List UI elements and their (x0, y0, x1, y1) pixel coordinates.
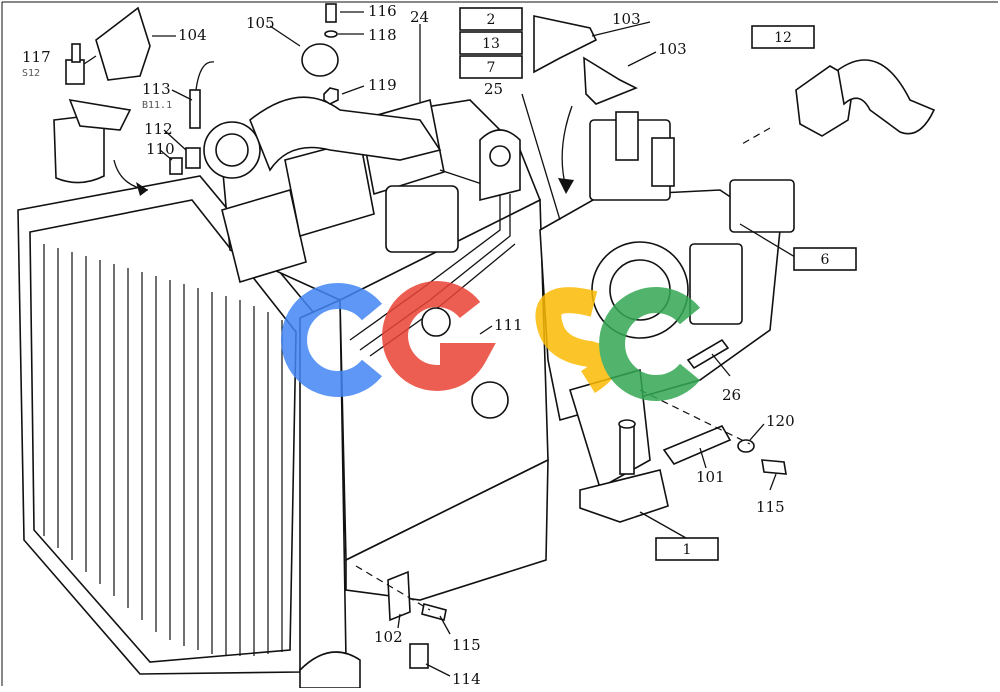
ref-box-13: 13 (482, 36, 500, 52)
part-113-sensor (189, 61, 215, 129)
callout-120: 120 (766, 412, 795, 430)
callout-115-right: 115 (756, 498, 785, 516)
callout-104: 104 (178, 26, 207, 44)
ref-box-7: 7 (487, 60, 496, 76)
callout-24: 24 (410, 8, 429, 26)
callout-111: 111 (494, 316, 523, 334)
arrow-pump-head (558, 178, 574, 194)
callout-114: 114 (452, 670, 481, 688)
part-120-washer (737, 439, 755, 453)
ref-box-6-frame (793, 247, 857, 271)
callout-118: 118 (368, 26, 397, 44)
callout-110: 110 (146, 140, 175, 158)
part-102-bracket (387, 570, 411, 622)
ref-box-12: 12 (774, 30, 792, 46)
part-115-bolt-bottom (421, 603, 447, 621)
part-12-elbow-pipe (795, 59, 936, 137)
callout-119: 119 (368, 76, 397, 94)
arrow-pump (561, 105, 573, 189)
oil-filter (53, 98, 132, 184)
callout-113-code: B11.1 (142, 100, 172, 111)
ref-box-12-frame (751, 25, 815, 49)
callout-25: 25 (484, 80, 503, 98)
watermark-g-red (382, 281, 496, 391)
callout-116: 116 (368, 2, 397, 20)
dash-12 (741, 127, 771, 145)
leader-lines (83, 11, 801, 677)
callout-112: 112 (144, 120, 173, 138)
ref-box-6: 6 (821, 252, 830, 268)
engine-mount (568, 368, 669, 523)
dash-bottom (355, 565, 431, 611)
part-103-bracket-a (533, 15, 598, 74)
callout-103-bottom: 103 (658, 40, 687, 58)
part-118-washer (324, 30, 338, 38)
radiator-fins (43, 244, 283, 656)
part-117-pressure-switch (65, 43, 85, 85)
ref-box-1: 1 (683, 542, 692, 558)
callout-117-code: S12 (22, 68, 40, 79)
callout-105: 105 (246, 14, 275, 32)
ref-box-stack (459, 7, 523, 79)
part-104-bracket (95, 6, 151, 81)
watermark-c-blue (281, 283, 383, 397)
part-112-fitting (185, 147, 201, 169)
part-114-fitting (409, 643, 429, 669)
callout-101: 101 (696, 468, 725, 486)
callout-103-top: 103 (612, 10, 641, 28)
callout-102: 102 (374, 628, 403, 646)
ref-box-2: 2 (487, 12, 496, 28)
watermark (281, 281, 701, 401)
part-26-bolt (686, 338, 730, 370)
part-103-bracket-b (583, 56, 638, 105)
arrow-oil-filter-head (136, 182, 148, 196)
callout-113: 113 (142, 80, 171, 98)
part-116-bolt (325, 3, 337, 23)
part-119-nut (323, 87, 339, 105)
watermark-c-green (599, 287, 701, 401)
dash-mount (639, 389, 751, 445)
callout-115-bottom: 115 (452, 636, 481, 654)
ref-box-1-frame (655, 537, 719, 561)
part-105-clamp (301, 43, 339, 77)
engine-block (203, 96, 549, 689)
part-110-fitting (169, 157, 183, 175)
part-101-plate (662, 424, 732, 465)
callout-117: 117 (22, 48, 51, 66)
part-115-bolt-right (761, 459, 787, 475)
arrow-oil-filter (113, 159, 149, 191)
callout-26: 26 (722, 386, 741, 404)
